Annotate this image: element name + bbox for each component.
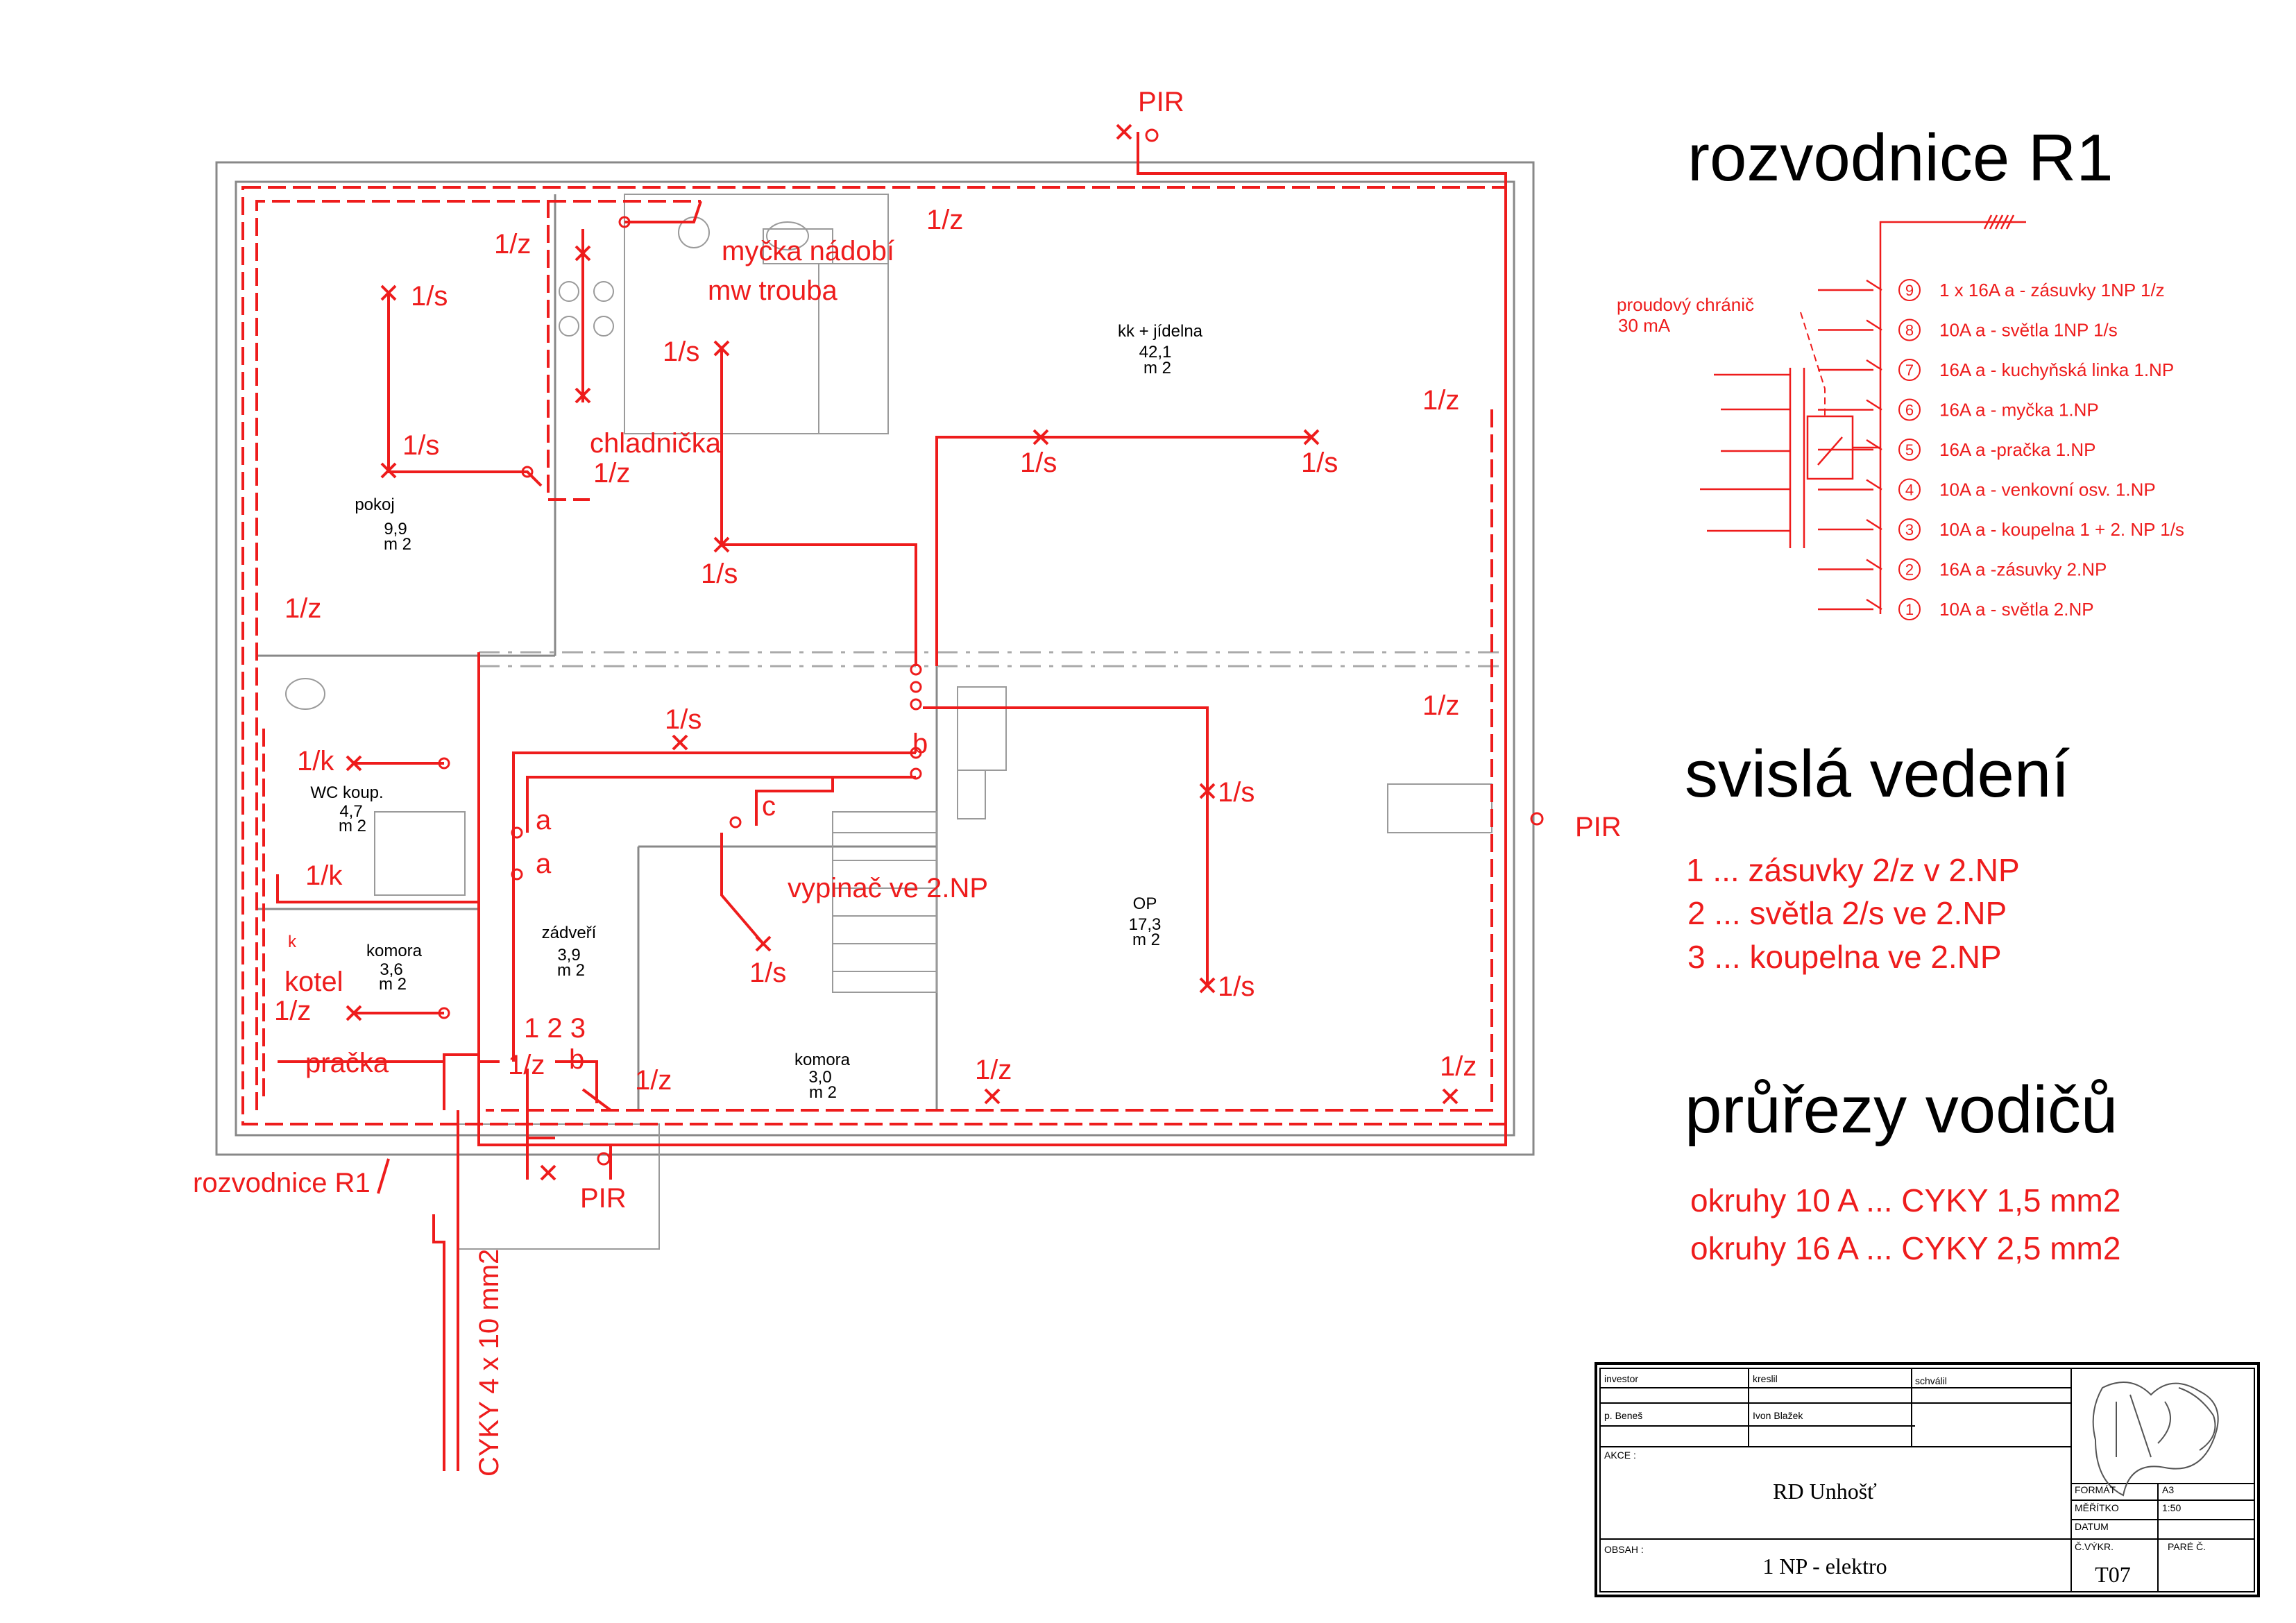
breaker-switch-icon bbox=[1866, 359, 1882, 371]
panel-schematic bbox=[1700, 214, 2026, 620]
circuit-number-circle bbox=[1898, 558, 1921, 581]
circuit-number-circle bbox=[1898, 439, 1921, 461]
breaker-switch-icon bbox=[1866, 319, 1882, 331]
fixtures bbox=[346, 124, 1544, 1181]
logo-lion-icon bbox=[2092, 1382, 2219, 1497]
circuit-number-circle bbox=[1898, 359, 1921, 381]
breaker-switch-icon bbox=[1866, 399, 1882, 411]
title-block bbox=[1595, 1362, 2260, 1597]
circuit-number-circle bbox=[1898, 518, 1921, 541]
breaker-switch-icon bbox=[1866, 559, 1882, 570]
wiring bbox=[276, 132, 1507, 1471]
breaker-switch-icon bbox=[1866, 518, 1882, 531]
breaker-switch-icon bbox=[1866, 479, 1882, 491]
circuit-number-circle bbox=[1898, 398, 1921, 421]
circuit-number-circle bbox=[1898, 279, 1921, 301]
breaker-switch-icon bbox=[1866, 279, 1882, 291]
breaker-switch-icon bbox=[1866, 598, 1882, 611]
breaker-switch-icon bbox=[1866, 439, 1882, 451]
circuit-number-circle bbox=[1898, 318, 1921, 341]
circuit-number-circle bbox=[1898, 598, 1921, 620]
circuit-number-circle bbox=[1898, 478, 1921, 501]
